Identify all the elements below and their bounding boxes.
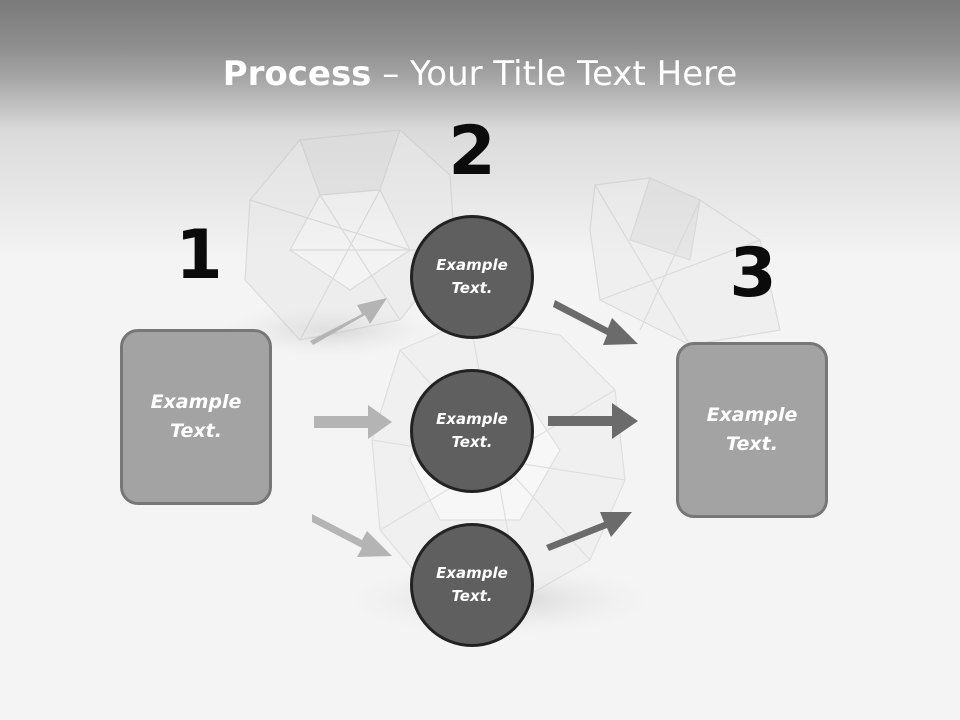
circle-top: Example Text. [410,215,534,339]
arrow-top-to-right-icon [553,300,638,345]
arrow-left-to-bottom-icon [312,514,392,557]
right-step-box: Example Text. [676,342,828,518]
arrow-bottom-to-right-icon [546,512,632,551]
arrow-left-to-middle-icon [314,405,392,439]
slide-title: Process – Your Title Text Here [0,52,960,96]
circle-middle: Example Text. [410,369,534,493]
title-rest: – Your Title Text Here [371,54,738,94]
circle-bottom: Example Text. [410,523,534,647]
arrow-left-to-top-icon [310,298,387,345]
right-step-box-text: Example Text. [706,404,798,455]
arrow-middle-to-right-icon [548,403,638,439]
left-step-box: Example Text. [120,329,272,505]
circle-bottom-text: Example Text. [436,564,508,605]
step-number-1: 1 [175,216,223,295]
step-number-2: 2 [448,112,496,191]
step-number-3: 3 [729,234,777,313]
title-strong: Process [222,54,372,94]
circle-top-text: Example Text. [436,256,508,297]
left-step-box-text: Example Text. [150,391,242,442]
circle-middle-text: Example Text. [436,410,508,451]
